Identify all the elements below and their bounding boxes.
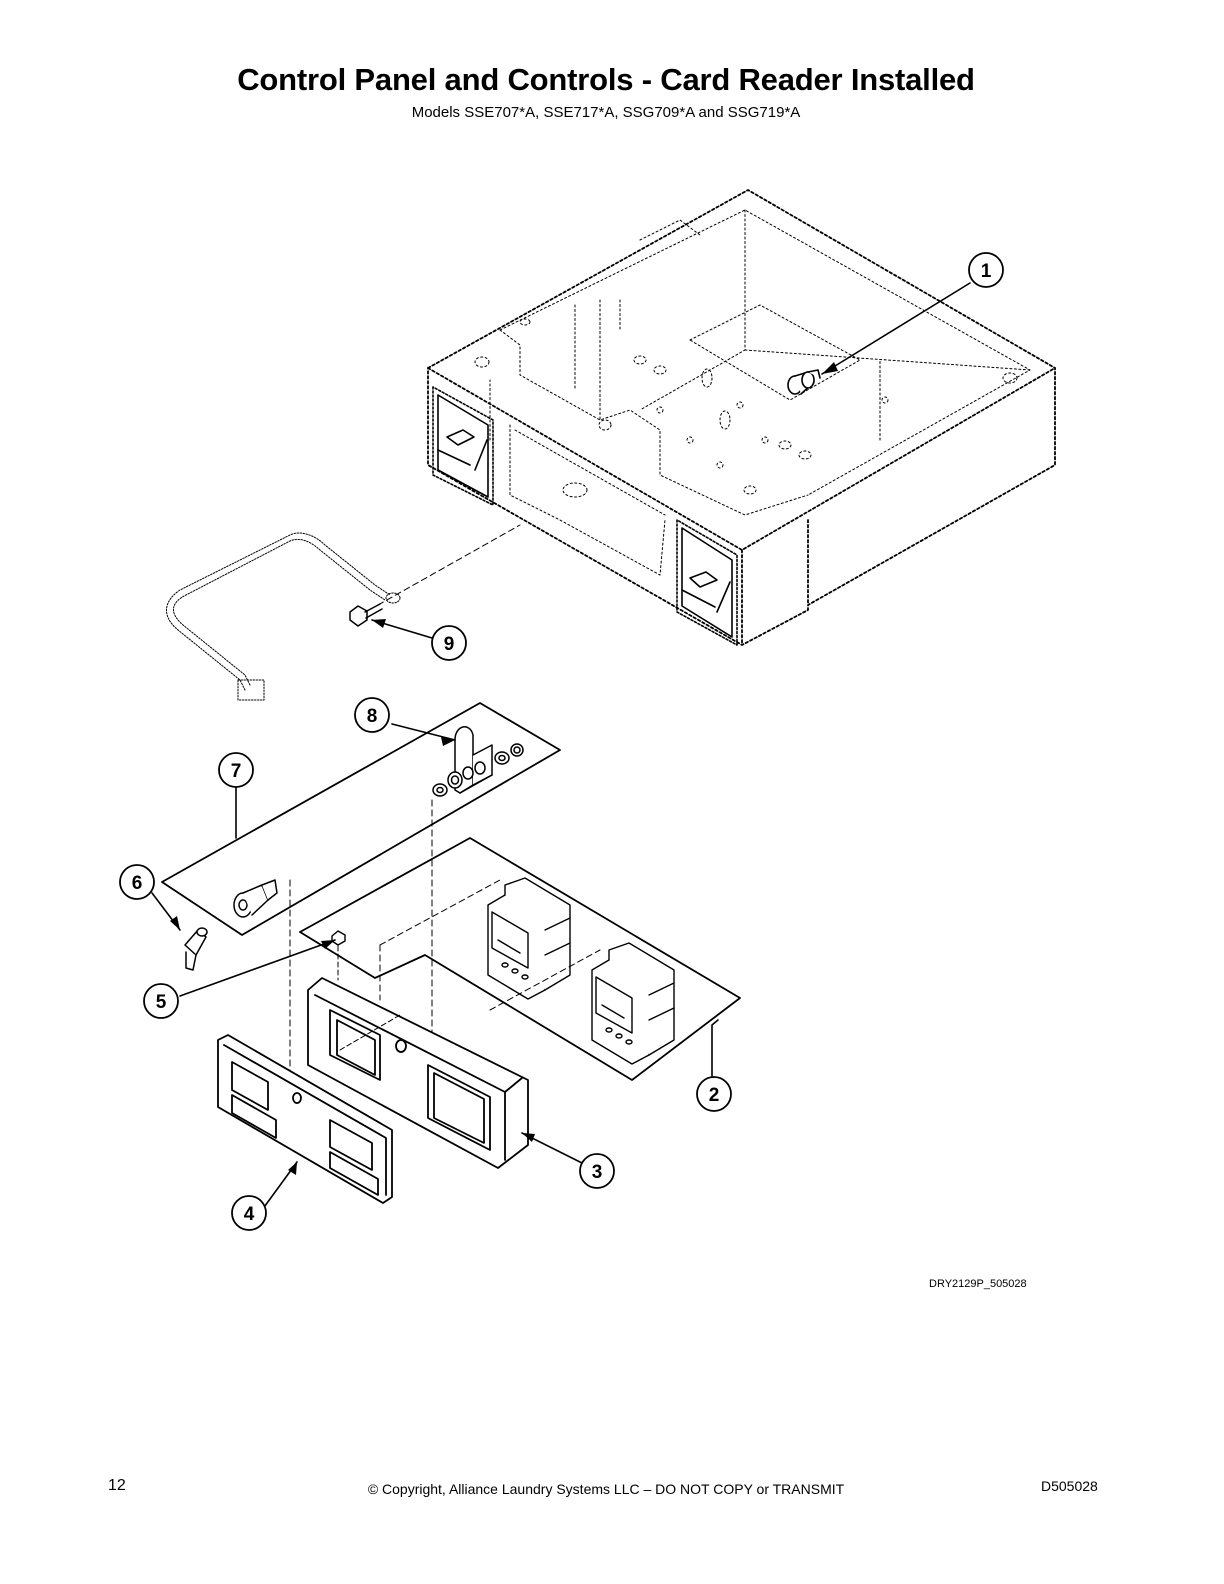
page-subtitle: Models SSE707*A, SSE717*A, SSG709*A and … [411, 104, 801, 121]
callout-2-label: 2 [709, 1085, 720, 1106]
screw-part-icon [349, 603, 383, 627]
callout-7: 7 [218, 752, 254, 788]
callout-3-label: 3 [592, 1162, 603, 1183]
callout-5-label: 5 [156, 992, 167, 1013]
callout-3: 3 [579, 1153, 615, 1189]
callout-8-label: 8 [367, 706, 378, 727]
callout-7-label: 7 [231, 761, 242, 782]
control-board-2-icon [591, 942, 675, 1065]
page-title: Control Panel and Controls - Card Reader… [237, 62, 975, 97]
housing-interior [474, 209, 1031, 576]
lock-cylinder-icon [233, 879, 278, 918]
hardware-set-icon [432, 743, 524, 797]
page-number: 12 [108, 1477, 126, 1494]
callout-1: 1 [968, 252, 1004, 288]
callout-8: 8 [354, 697, 390, 733]
plug-part-icon [787, 369, 821, 395]
document-number: D505028 [1041, 1478, 1098, 1494]
callout-arrowheads [170, 362, 838, 1175]
control-panel-housing [427, 189, 1056, 646]
callout-1-label: 1 [981, 261, 992, 282]
housing-right-window [676, 519, 738, 646]
control-board-plate [299, 837, 741, 1081]
callout-9: 9 [431, 625, 467, 661]
screw-leader-line [377, 524, 521, 606]
callout-6-label: 6 [132, 873, 143, 894]
callout-2: 2 [696, 1076, 732, 1112]
housing-left-window [432, 386, 494, 506]
bezel-leader-line [339, 1014, 401, 1051]
callout-9-label: 9 [444, 634, 455, 655]
board-leader-line-3 [489, 949, 601, 1011]
control-overlay [217, 1034, 393, 1204]
copyright-notice: © Copyright, Alliance Laundry Systems LL… [367, 1481, 845, 1497]
key-icon [184, 927, 208, 971]
control-panel-bezel [307, 977, 529, 1169]
panel-screw-icon [331, 930, 346, 946]
wire-harness-icon [166, 532, 401, 701]
control-board-1-icon [487, 877, 571, 1000]
callout-5: 5 [143, 983, 179, 1019]
callout-4-label: 4 [244, 1204, 255, 1225]
board-leader-line-1 [379, 879, 501, 946]
callout-6: 6 [119, 864, 155, 900]
drawing-id: DRY2129P_505028 [929, 1278, 1027, 1290]
lock-bracket-plate [161, 702, 561, 936]
callout-4: 4 [231, 1195, 267, 1231]
